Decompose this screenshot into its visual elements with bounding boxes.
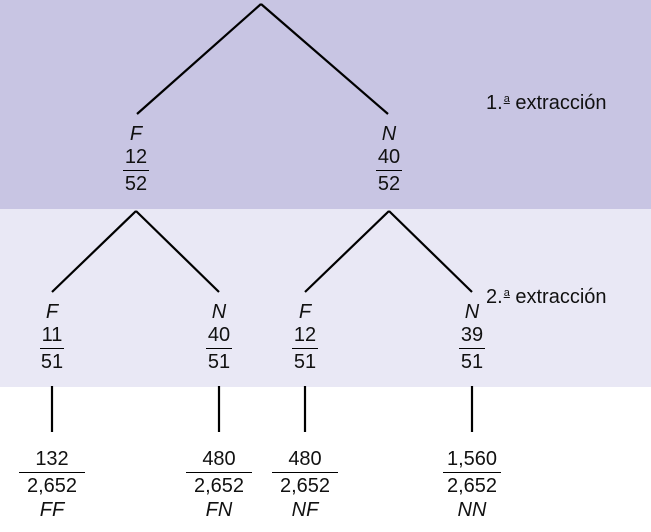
node-probability: 11 51 <box>39 324 65 374</box>
node-probability: 40 51 <box>205 324 233 374</box>
node-denominator: 51 <box>460 351 484 373</box>
node-denominator: 51 <box>207 351 231 373</box>
outcome-denominator: 2,652 <box>279 475 331 497</box>
node-denominator: 51 <box>293 351 317 373</box>
outcome-probability: 480 2,652 <box>186 448 252 498</box>
node-event: F <box>45 301 59 323</box>
outcome-numerator: 480 <box>186 448 252 473</box>
first-draw-label-ordinal: a <box>503 93 510 105</box>
branch-f-to-ff <box>51 210 137 293</box>
first-draw-label: 1.a extracción <box>486 92 607 115</box>
branch-f-to-fn <box>135 210 220 293</box>
outcome-probability: 1,560 2,652 <box>442 448 502 498</box>
node-numerator: 40 <box>205 324 233 349</box>
branch-n-to-nf <box>304 210 390 293</box>
node-second-nf: F 12 51 <box>275 300 335 374</box>
second-draw-label-suffix: extracción <box>515 286 607 308</box>
node-probability: 12 51 <box>291 324 319 374</box>
node-numerator: 11 <box>39 324 65 349</box>
outcome-probability: 480 2,652 <box>272 448 338 498</box>
outcome-event: NF <box>291 499 319 521</box>
branch-root-to-n <box>260 3 389 115</box>
node-denominator: 52 <box>377 173 401 195</box>
outcome-nn: 1,560 2,652 NN <box>422 448 522 522</box>
first-draw-label-suffix: extracción <box>515 92 607 114</box>
node-second-nn: N 39 51 <box>442 300 502 374</box>
outcome-denominator: 2,652 <box>446 475 498 497</box>
second-draw-label-prefix: 2. <box>486 286 503 308</box>
node-event: N <box>211 301 227 323</box>
outcome-nf: 480 2,652 NF <box>255 448 355 522</box>
outcome-numerator: 132 <box>19 448 85 473</box>
outcome-fn: 480 2,652 FN <box>169 448 269 522</box>
first-draw-band <box>0 0 651 209</box>
node-numerator: 39 <box>458 324 486 349</box>
node-numerator: 40 <box>375 146 403 171</box>
outcome-event: FN <box>205 499 233 521</box>
second-draw-label: 2.a extracción <box>486 286 607 309</box>
node-second-ff: F 11 51 <box>22 300 82 374</box>
outcome-event: NN <box>457 499 487 521</box>
second-draw-label-ordinal: a <box>503 287 510 299</box>
first-draw-label-prefix: 1. <box>486 92 503 114</box>
node-second-fn: N 40 51 <box>189 300 249 374</box>
node-first-f: F 12 52 <box>106 122 166 196</box>
outcome-numerator: 1,560 <box>442 448 502 473</box>
outcome-ff: 132 2,652 FF <box>2 448 102 522</box>
node-event: N <box>464 301 480 323</box>
node-denominator: 51 <box>40 351 64 373</box>
node-probability: 12 52 <box>122 146 150 196</box>
node-probability: 39 51 <box>458 324 486 374</box>
node-event: F <box>129 123 143 145</box>
outcome-denominator: 2,652 <box>193 475 245 497</box>
outcome-event: FF <box>39 499 65 521</box>
branch-root-to-f <box>136 3 262 115</box>
branch-n-to-nn <box>388 210 473 293</box>
outcome-numerator: 480 <box>272 448 338 473</box>
node-event: F <box>298 301 312 323</box>
node-numerator: 12 <box>291 324 319 349</box>
outcome-denominator: 2,652 <box>26 475 78 497</box>
node-event: N <box>381 123 397 145</box>
node-numerator: 12 <box>122 146 150 171</box>
node-first-n: N 40 52 <box>359 122 419 196</box>
node-probability: 40 52 <box>375 146 403 196</box>
node-denominator: 52 <box>124 173 148 195</box>
outcome-probability: 132 2,652 <box>19 448 85 498</box>
